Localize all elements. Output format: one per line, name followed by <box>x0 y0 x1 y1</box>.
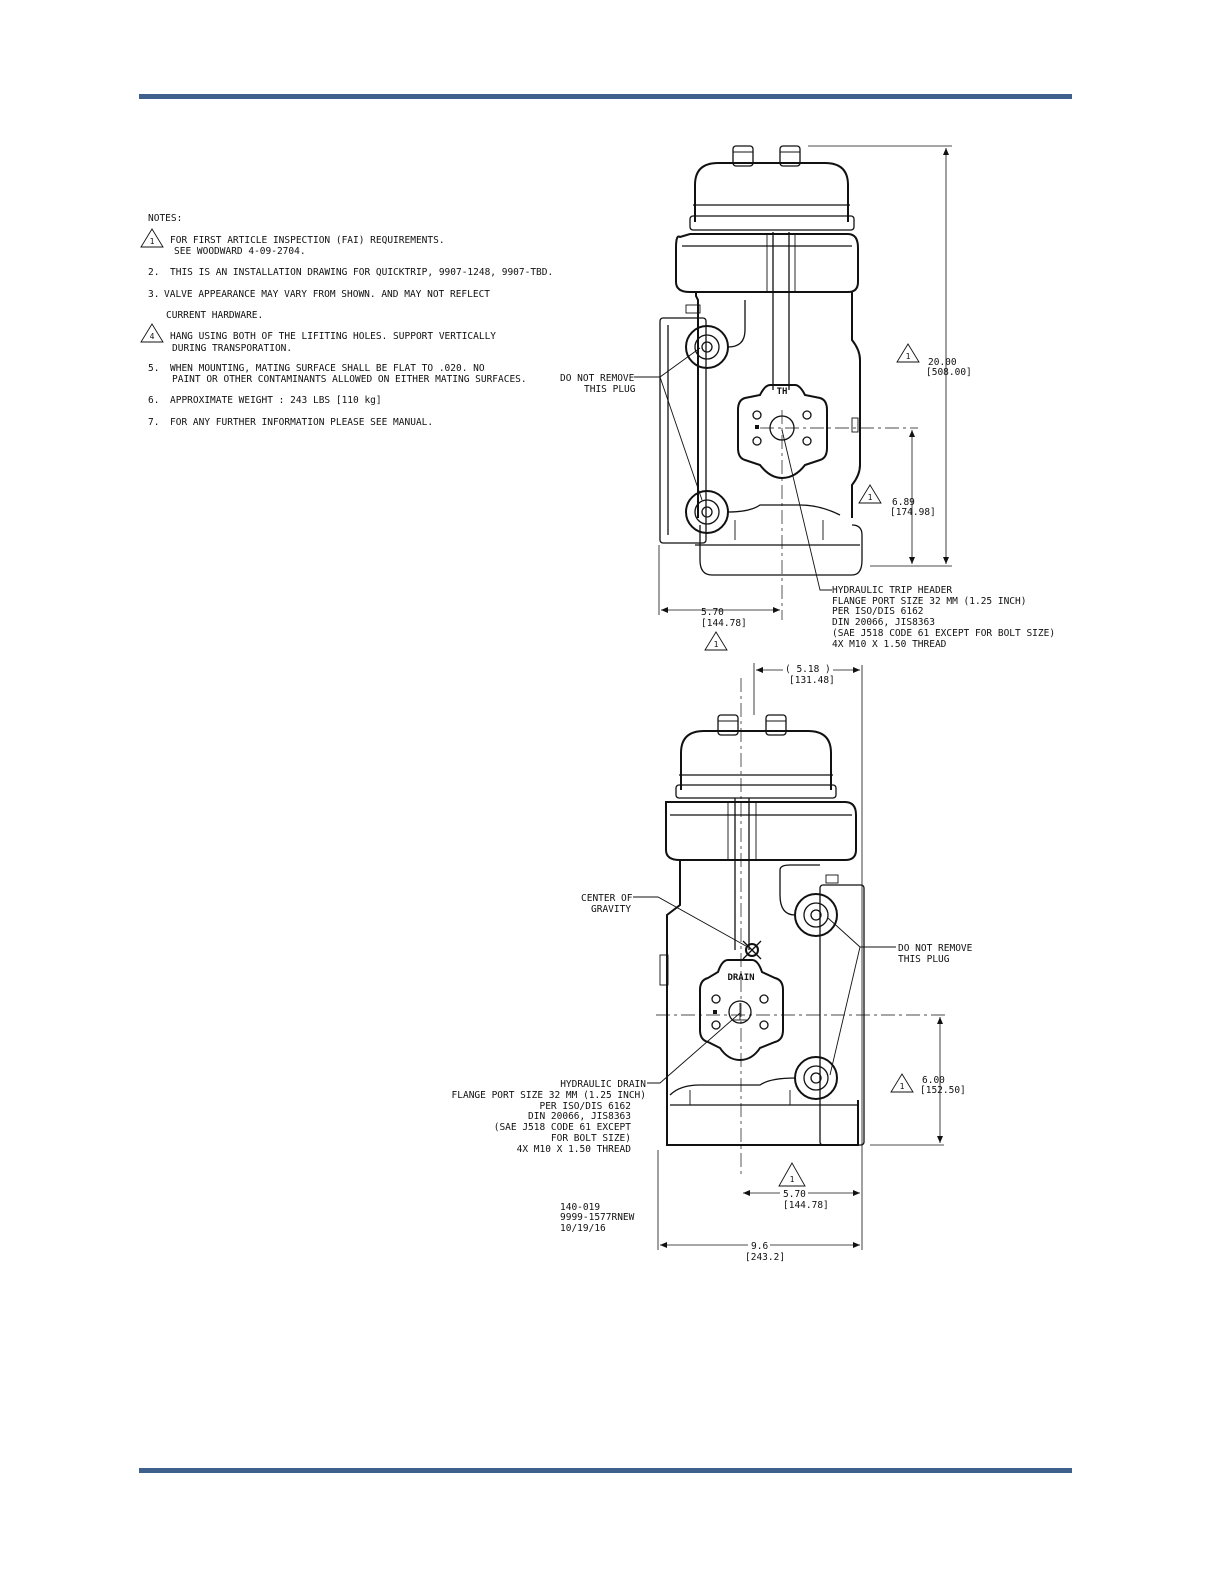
flag-number: 1 <box>714 640 719 649</box>
note-marker: 7. <box>148 417 159 428</box>
flag-number: 1 <box>906 352 911 361</box>
note-line: APPROXIMATE WEIGHT : 243 LBS [110 kg] <box>170 395 382 406</box>
dim-port-height-metric: [174.98] <box>890 507 936 518</box>
note-marker: 3. <box>148 289 159 300</box>
header-callout-line: PER ISO/DIS 6162 <box>832 606 924 617</box>
dim-drain-height-metric: [152.50] <box>920 1085 966 1096</box>
note-marker: 4 <box>150 332 155 341</box>
notes-heading: NOTES: <box>148 213 182 224</box>
flag-number: 1 <box>900 1082 905 1091</box>
port-label-th: TH <box>777 387 788 397</box>
plug-callout-line: DO NOT REMOVE <box>560 373 635 384</box>
cog-callout-line: CENTER OF <box>581 893 633 904</box>
header-rule <box>139 94 1072 99</box>
note-5: 5. WHEN MOUNTING, MATING SURFACE SHALL B… <box>148 363 527 385</box>
note-line: VALVE APPEARANCE MAY VARY FROM SHOWN. AN… <box>164 289 490 300</box>
drain-callout-line: DIN 20066, JIS8363 <box>528 1111 631 1122</box>
flag-triangle-icon <box>858 484 882 504</box>
drain-callout-line: PER ISO/DIS 6162 <box>539 1101 631 1112</box>
valve-body-bottom: DRAIN <box>659 714 865 1146</box>
note-4: 4 HANG USING BOTH OF THE LIFITING HOLES.… <box>140 323 496 354</box>
dim-offset: 5.70 <box>783 1189 806 1200</box>
dim-width: 5.70 <box>701 607 724 618</box>
note-line: HANG USING BOTH OF THE LIFITING HOLES. S… <box>170 331 496 342</box>
flag-triangle-icon <box>140 323 164 343</box>
dim-total-width-metric: [243.2] <box>745 1252 785 1263</box>
valve-body-top: TH <box>659 145 863 576</box>
dim-top-width: ( 5.18 ) <box>785 664 831 675</box>
drain-callout-line: FLANGE PORT SIZE 32 MM (1.25 INCH) <box>452 1090 646 1101</box>
note-line: WHEN MOUNTING, MATING SURFACE SHALL BE F… <box>170 363 485 374</box>
dim-overall-height: 20.00 <box>928 357 957 368</box>
drawing-date: 10/19/16 <box>560 1223 606 1234</box>
note-marker: 1 <box>150 237 155 246</box>
header-callout-line: (SAE J518 CODE 61 EXCEPT FOR BOLT SIZE) <box>832 628 1055 639</box>
flag-triangle-icon <box>704 631 728 651</box>
drain-callout-line: (SAE J518 CODE 61 EXCEPT <box>494 1122 632 1133</box>
drawing-id: 140-019 <box>560 1202 600 1213</box>
note-marker: 5. <box>148 363 159 374</box>
drain-callout-line: FOR BOLT SIZE) <box>551 1133 631 1144</box>
header-callout-line: FLANGE PORT SIZE 32 MM (1.25 INCH) <box>832 596 1026 607</box>
dim-offset-metric: [144.78] <box>783 1200 829 1211</box>
drain-callout-line: 4X M10 X 1.50 THREAD <box>517 1144 632 1155</box>
header-callout-line: HYDRAULIC TRIP HEADER <box>832 585 952 596</box>
bottom-view: ( 5.18 ) [131.48] <box>452 662 973 1263</box>
header-callout-line: DIN 20066, JIS8363 <box>832 617 935 628</box>
top-view: TH 1 20.00 [508.00] 1 6.89 [174.98] 5.70… <box>560 145 1055 651</box>
note-line: SEE WOODWARD 4-09-2704. <box>174 246 306 257</box>
center-of-gravity-icon <box>745 943 759 957</box>
note-marker: 6. <box>148 395 159 406</box>
note-2: 2. THIS IS AN INSTALLATION DRAWING FOR Q… <box>148 267 553 278</box>
note-1: 1 FOR FIRST ARTICLE INSPECTION (FAI) REQ… <box>140 228 445 257</box>
cog-callout-line: GRAVITY <box>591 904 631 915</box>
note-marker: 2. <box>148 267 159 278</box>
note-line: PAINT OR OTHER CONTAMINANTS ALLOWED ON E… <box>172 374 527 385</box>
dim-overall-height-metric: [508.00] <box>926 367 972 378</box>
notes-block: NOTES: 1 FOR FIRST ARTICLE INSPECTION (F… <box>140 213 553 428</box>
flag-triangle-icon <box>778 1162 806 1187</box>
note-line: CURRENT HARDWARE. <box>166 310 263 321</box>
plug-callout-line: THIS PLUG <box>898 954 950 965</box>
dim-width-metric: [144.78] <box>701 618 747 629</box>
flag-number: 1 <box>868 493 873 502</box>
dim-total-width: 9.6 <box>751 1241 768 1252</box>
dim-drain-height: 6.00 <box>922 1075 945 1086</box>
dim-port-height: 6.89 <box>892 497 915 508</box>
header-callout-line: 4X M10 X 1.50 THREAD <box>832 639 947 650</box>
flag-triangle-icon <box>140 228 164 248</box>
plug-callout-line: THIS PLUG <box>584 384 636 395</box>
flag-triangle-icon <box>896 343 920 363</box>
drawing-id: 9999-1577RNEW <box>560 1212 635 1223</box>
note-3: 3. VALVE APPEARANCE MAY VARY FROM SHOWN.… <box>148 289 490 321</box>
flag-number: 1 <box>790 1175 795 1184</box>
note-7: 7. FOR ANY FURTHER INFORMATION PLEASE SE… <box>148 417 433 428</box>
note-line: DURING TRANSPORATION. <box>172 343 292 354</box>
footer-rule <box>139 1468 1072 1473</box>
drain-callout-line: HYDRAULIC DRAIN <box>560 1079 646 1090</box>
note-line: FOR ANY FURTHER INFORMATION PLEASE SEE M… <box>170 417 433 428</box>
note-line: FOR FIRST ARTICLE INSPECTION (FAI) REQUI… <box>170 235 445 246</box>
plug-callout-line: DO NOT REMOVE <box>898 943 973 954</box>
dim-top-width-metric: [131.48] <box>789 675 835 686</box>
flag-triangle-icon <box>890 1073 914 1093</box>
note-6: 6. APPROXIMATE WEIGHT : 243 LBS [110 kg] <box>148 395 382 406</box>
note-line: THIS IS AN INSTALLATION DRAWING FOR QUIC… <box>170 267 553 278</box>
